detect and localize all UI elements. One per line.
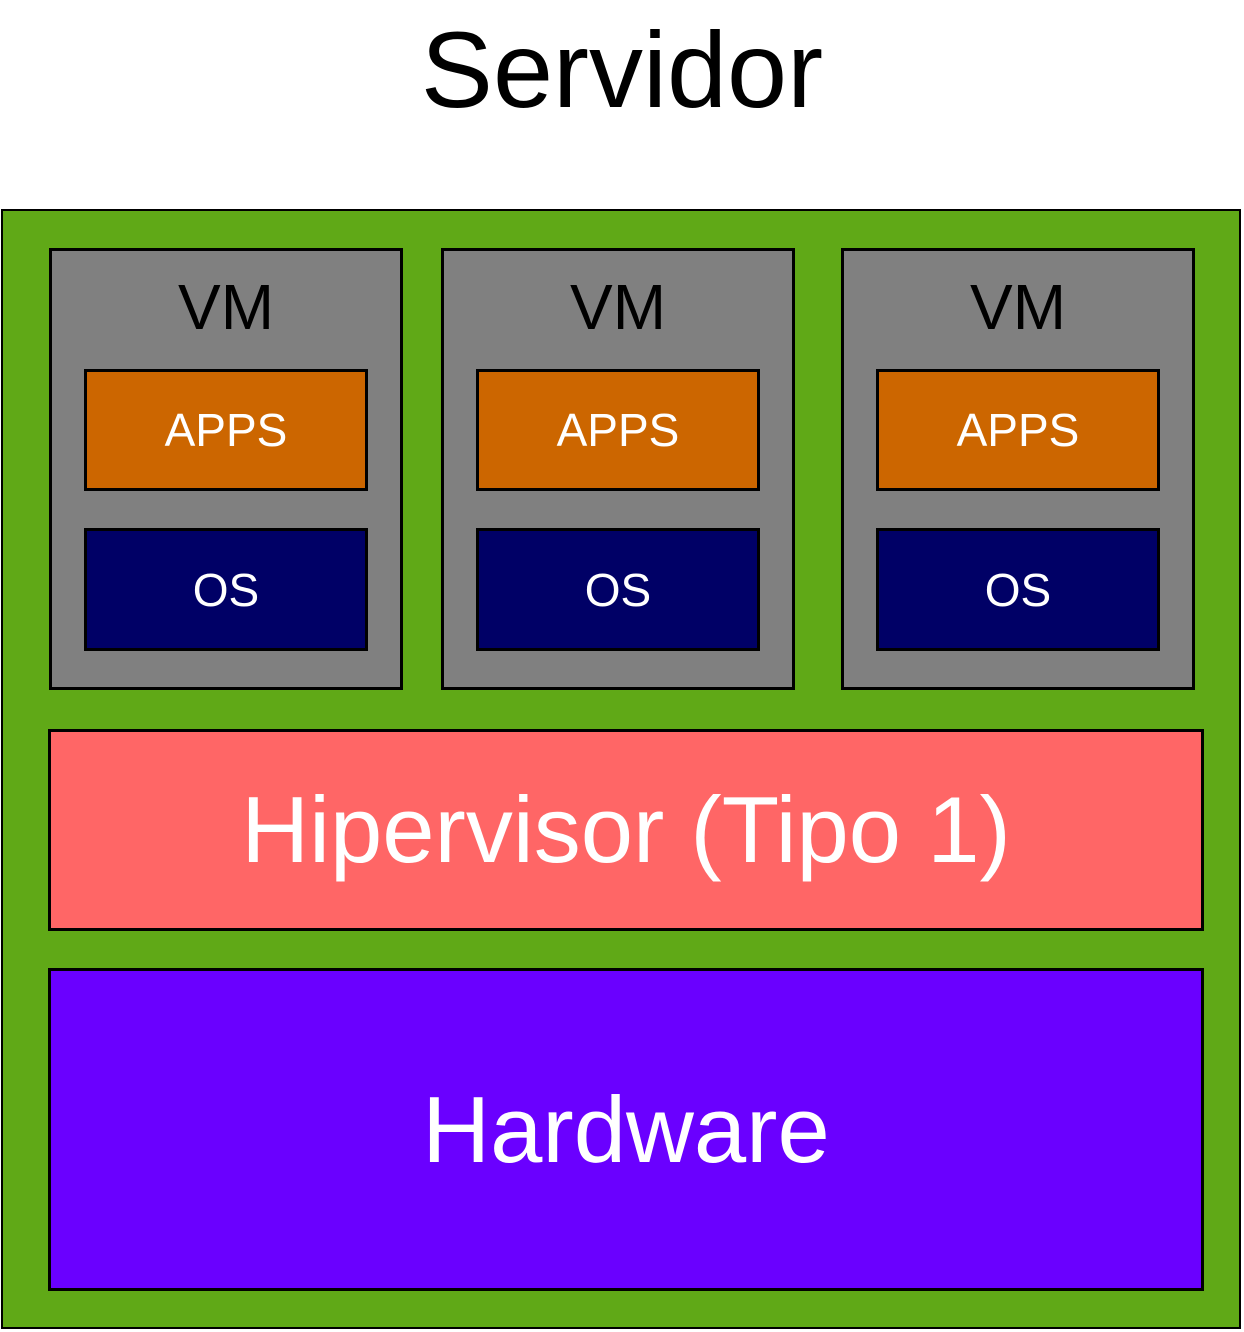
apps-box-1: APPS bbox=[84, 369, 368, 491]
hypervisor-box: Hipervisor (Tipo 1) bbox=[48, 729, 1204, 931]
apps-box-3: APPS bbox=[876, 369, 1160, 491]
vm-label: VM bbox=[570, 271, 666, 343]
apps-box-2: APPS bbox=[476, 369, 760, 491]
hardware-box: Hardware bbox=[48, 968, 1204, 1291]
os-box-3: OS bbox=[876, 528, 1160, 651]
os-box-1: OS bbox=[84, 528, 368, 651]
diagram-title: Servidor bbox=[420, 9, 824, 130]
vm-label: VM bbox=[178, 271, 274, 343]
os-box-2: OS bbox=[476, 528, 760, 651]
vm-label: VM bbox=[970, 271, 1066, 343]
